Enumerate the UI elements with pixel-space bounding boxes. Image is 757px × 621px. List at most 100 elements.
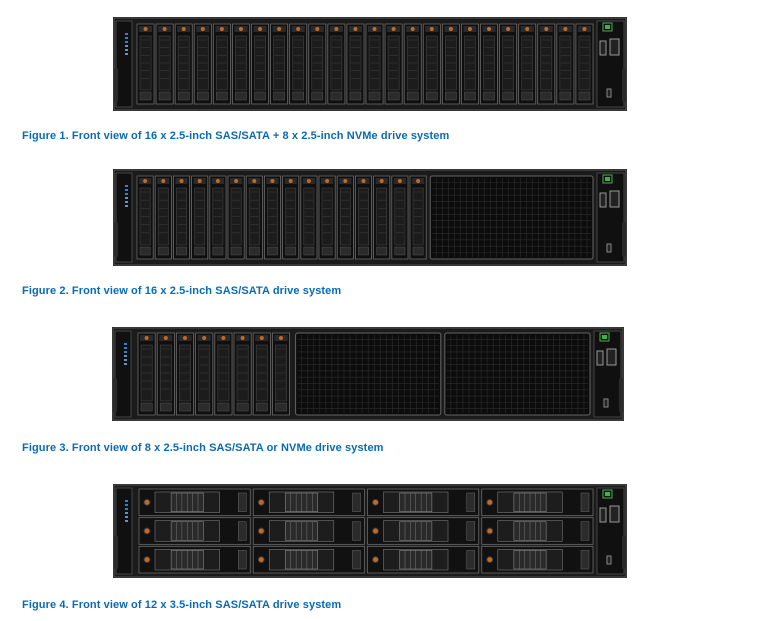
drive-handle <box>177 91 190 101</box>
drive-handle <box>540 91 553 101</box>
drive-release-icon <box>288 179 293 183</box>
status-light-icon <box>125 33 128 35</box>
chassis-bezel <box>113 17 627 111</box>
status-light-icon <box>125 500 128 502</box>
drive-handle <box>159 402 172 412</box>
left-handle <box>114 68 118 102</box>
drive-handle <box>176 246 187 256</box>
server-front-view-24-bay <box>113 17 627 111</box>
drive-bay-3-5 <box>367 488 480 517</box>
right-handle <box>622 222 626 257</box>
status-light-icon <box>124 343 127 345</box>
drive-handle <box>248 246 260 256</box>
drive-release-icon <box>343 179 348 183</box>
drive-label <box>466 550 475 570</box>
blank-filler-panel <box>444 332 591 416</box>
drive-handle <box>349 91 362 101</box>
drive-release-icon <box>486 527 494 535</box>
figure-2-caption: Figure 2. Front view of 16 x 2.5-inch SA… <box>22 285 342 297</box>
drive-handle <box>358 246 369 256</box>
drive-bay-3-5 <box>481 545 594 574</box>
drive-handle <box>330 91 343 101</box>
drive-bay-2-5 <box>556 23 575 105</box>
drive-release-icon <box>372 498 379 506</box>
power-led-icon <box>605 177 610 181</box>
vga-port-icon <box>606 348 617 366</box>
status-light-icon <box>125 189 128 191</box>
left-control-panel <box>115 487 133 575</box>
drive-bay-2-5 <box>212 23 231 105</box>
drive-bay-2-5 <box>384 23 403 105</box>
server-figure-1 <box>113 17 627 111</box>
status-light-icon <box>125 193 128 195</box>
drive-release-icon <box>563 27 568 31</box>
drive-handle <box>483 91 495 101</box>
drive-release-icon <box>416 179 421 183</box>
drive-bay-2-5 <box>318 175 336 260</box>
drive-bay-3-5 <box>138 517 251 545</box>
drive-handle <box>217 402 230 412</box>
drive-bay-3-5 <box>138 488 251 517</box>
drive-handle <box>197 91 209 101</box>
usb-port-icon <box>596 350 604 366</box>
status-light-icon <box>125 205 128 207</box>
drive-release-icon <box>391 27 396 31</box>
drive-handle <box>139 91 152 101</box>
drive-handle <box>216 91 228 101</box>
drive-bay-2-5 <box>251 23 269 105</box>
drive-release-icon <box>215 179 220 183</box>
chassis-bezel <box>113 484 627 578</box>
drive-release-icon <box>179 179 184 183</box>
drive-bay-2-5 <box>409 175 427 260</box>
drive-release-icon <box>429 27 434 31</box>
drive-release-icon <box>143 556 151 564</box>
drive-bay-3-5 <box>481 517 594 545</box>
left-control-panel <box>115 20 133 108</box>
drive-bay-3-5 <box>252 488 365 517</box>
drive-handle <box>255 402 268 412</box>
drive-release-icon <box>544 27 549 31</box>
vga-port-icon <box>609 505 620 523</box>
drive-bay-2-5 <box>245 175 263 260</box>
server-front-view-16-bay <box>113 169 627 266</box>
drive-bay-2-5 <box>155 23 174 105</box>
drive-bay-2-5 <box>263 175 281 260</box>
drive-bay-2-5 <box>227 175 245 260</box>
drive-bay-2-5 <box>232 23 250 105</box>
drive-bay-3-5 <box>138 545 251 574</box>
server-figure-3 <box>112 327 624 421</box>
drive-label <box>466 492 475 512</box>
drive-bay-2-5 <box>136 23 155 105</box>
drive-handle <box>368 91 381 101</box>
usb-port-icon <box>599 507 607 523</box>
right-handle <box>619 378 623 412</box>
left-handle <box>114 535 118 569</box>
drive-handle <box>158 91 171 101</box>
status-light-icon <box>125 516 128 518</box>
right-handle <box>622 535 626 569</box>
drive-release-icon <box>334 27 339 31</box>
power-led-icon <box>605 492 610 496</box>
status-light-icon <box>125 185 128 187</box>
drive-bay-2-5 <box>252 332 271 416</box>
drive-release-icon <box>279 336 283 340</box>
drive-handle <box>578 91 591 101</box>
drive-bay-2-5 <box>422 23 441 105</box>
drive-handle <box>559 91 572 101</box>
drive-bay-2-5 <box>137 332 156 416</box>
drive-release-icon <box>200 27 205 31</box>
status-light-icon <box>125 41 128 43</box>
drive-release-icon <box>202 336 207 340</box>
status-light-icon <box>125 49 128 51</box>
drive-label <box>238 492 247 512</box>
vga-port-icon <box>609 190 620 208</box>
drive-release-icon <box>143 527 151 535</box>
drive-handle <box>157 246 169 256</box>
drive-bay-2-5 <box>499 23 518 105</box>
drive-release-icon <box>296 27 301 31</box>
drive-handle <box>394 246 406 256</box>
drive-handle <box>321 246 333 256</box>
drive-handle <box>179 402 191 412</box>
drive-bay-2-5 <box>271 332 290 416</box>
drive-release-icon <box>197 179 202 183</box>
